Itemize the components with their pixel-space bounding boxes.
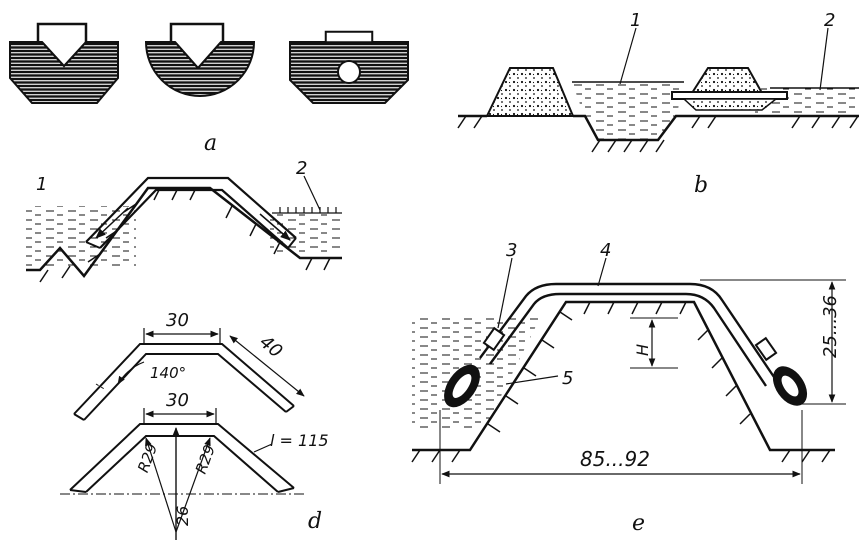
panel-c-pipe-outer xyxy=(85,176,297,243)
panel-d-bottom-width: 30 xyxy=(166,390,189,411)
panel-e-valve-left xyxy=(482,326,506,352)
panel-a-shape-halfdisc-v xyxy=(144,22,256,97)
panel-d-label: d xyxy=(308,509,322,534)
panel-d-radius-right: R29 xyxy=(192,442,219,476)
panel-b-callout-1: 1 xyxy=(630,10,641,31)
panel-d-top-width: 30 xyxy=(166,310,189,331)
panel-b-embankment-right xyxy=(690,67,764,94)
panel-c-callout-2: 2 xyxy=(296,158,307,179)
panel-d-arm-length: 40 xyxy=(255,332,286,363)
panel-c: 1 2 xyxy=(26,158,342,283)
panel-c-field-symbol xyxy=(272,207,342,214)
panel-c-water-left xyxy=(26,206,136,266)
panel-e-pipe-outer xyxy=(479,282,777,381)
panel-b-plate xyxy=(671,91,788,100)
panel-a-label: a xyxy=(204,131,217,156)
panel-e-callout-4: 4 xyxy=(600,240,611,261)
panel-e-label: e xyxy=(632,511,645,536)
panel-d-height: 26 xyxy=(173,506,192,526)
panel-c-pipe-inner xyxy=(99,188,289,249)
panel-e-height-range: 25...36 xyxy=(820,295,841,358)
panel-c-callout-1: 1 xyxy=(36,174,47,195)
panel-b-embankment-left xyxy=(485,67,575,117)
panel-a: a xyxy=(9,22,409,156)
panel-d-radius-left: R29 xyxy=(134,441,161,475)
panel-e-callout-5: 5 xyxy=(562,368,573,389)
panel-e: H 25...36 85...92 3 4 5 e xyxy=(411,240,846,536)
panel-d-length: l = 115 xyxy=(270,431,329,450)
panel-a-shape-trapezoid-v xyxy=(9,22,119,104)
panel-b-ground xyxy=(458,114,859,142)
panel-e-valve-right xyxy=(754,336,778,362)
panel-e-pipe-inner xyxy=(489,292,767,387)
panel-e-head: H xyxy=(633,344,652,356)
panel-b-ground-hatch xyxy=(457,115,859,153)
panel-b-label: b xyxy=(694,173,708,198)
panel-d: 30 140° 40 30 R29 R29 l = 115 26 d xyxy=(60,310,329,540)
panel-b-callout-2: 2 xyxy=(824,10,835,31)
panel-d-angle: 140° xyxy=(150,364,186,382)
panel-e-callout-3: 3 xyxy=(506,240,517,261)
panel-d-lower-pipe xyxy=(60,408,306,540)
panel-e-ground-hatch xyxy=(411,301,831,463)
panel-d-upper-pipe xyxy=(73,328,305,421)
panel-e-span: 85...92 xyxy=(580,447,650,471)
panel-a-shape-trapezoid-hole xyxy=(289,30,409,104)
panel-e-ground xyxy=(412,300,835,452)
panel-b: 1 2 b xyxy=(457,10,859,198)
